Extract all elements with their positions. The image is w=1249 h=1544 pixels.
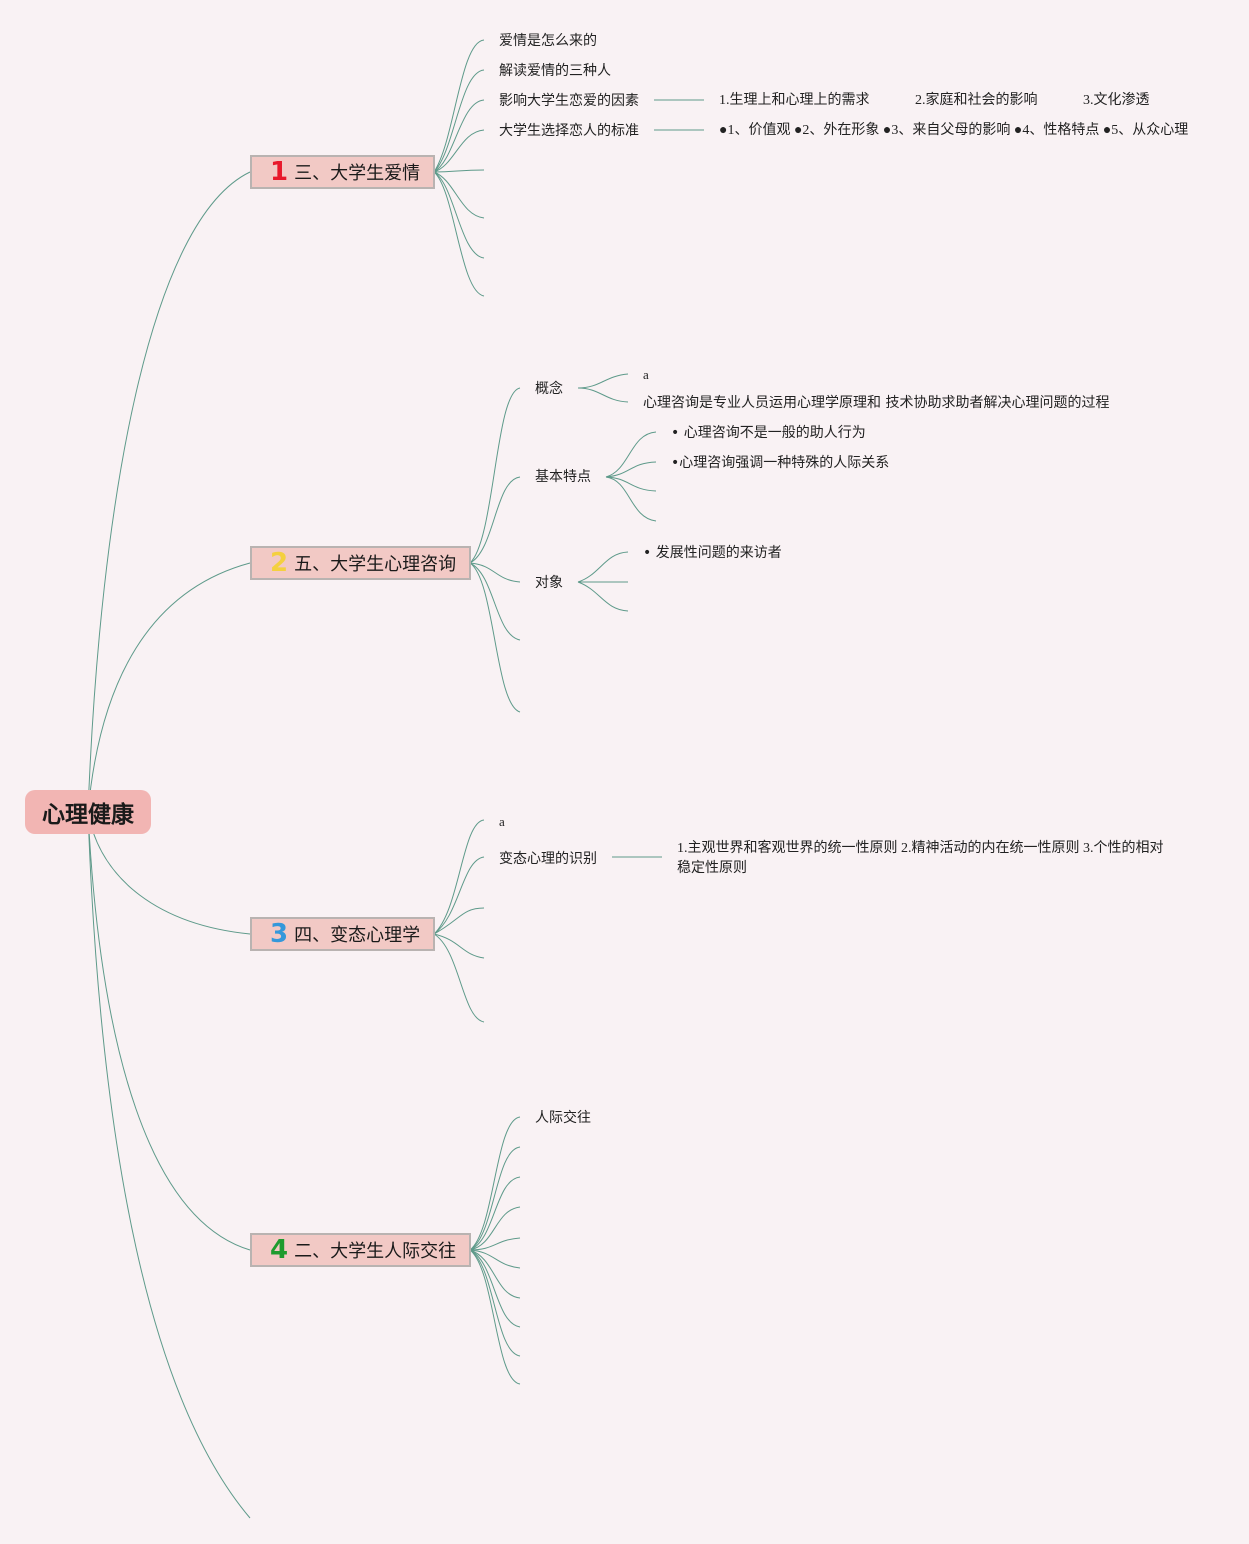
concept-definition[interactable]: 心理咨询是专业人员运用心理学原理和 技术协助求助者解决心理问题的过程 [643, 395, 1110, 411]
criteria-detail[interactable]: ●1、价值观 ●2、外在形象 ●3、来自父母的影响 ●4、性格特点 ●5、从众心… [719, 123, 1189, 138]
factor-2[interactable]: 2.家庭和社会的影响 [915, 93, 1038, 108]
concept-item-a[interactable]: a [643, 367, 649, 382]
branch-features[interactable]: 基本特点 [535, 469, 591, 485]
topic-label: 四、变态心理学 [294, 925, 421, 946]
number-four-badge: 4 [270, 1235, 289, 1265]
abnormal-item-a[interactable]: a [499, 814, 505, 829]
branch-love-factors[interactable]: 影响大学生恋爱的因素 [499, 93, 639, 109]
number-three-badge: 3 [270, 919, 289, 949]
branch-abnormal-identification[interactable]: 变态心理的识别 [499, 851, 597, 867]
root-node[interactable]: 心理健康 [25, 790, 151, 834]
target-item-1[interactable]: • 发展性问题的来访者 [643, 545, 782, 561]
branch-love-origin[interactable]: 爱情是怎么来的 [499, 33, 597, 49]
factor-3[interactable]: 3.文化渗透 [1083, 93, 1150, 108]
identification-principles[interactable]: 1.主观世界和客观世界的统一性原则 2.精神活动的内在统一性原则 3.个性的相对… [677, 841, 1164, 876]
topic-abnormal-psychology[interactable]: 3 四、变态心理学 [250, 917, 435, 951]
feature-item-2[interactable]: •心理咨询强调一种特殊的人际关系 [671, 455, 890, 471]
branch-target[interactable]: 对象 [535, 575, 563, 591]
feature-item-1[interactable]: • 心理咨询不是一般的助人行为 [671, 425, 866, 441]
topic-interpersonal[interactable]: 4 二、大学生人际交往 [250, 1233, 471, 1267]
topic-love[interactable]: 1 三、大学生爱情 [250, 155, 435, 189]
branch-interpersonal[interactable]: 人际交往 [535, 1110, 591, 1126]
topic-label: 五、大学生心理咨询 [294, 554, 457, 575]
topic-counseling[interactable]: 2 五、大学生心理咨询 [250, 546, 471, 580]
topic-label: 二、大学生人际交往 [294, 1241, 457, 1262]
topic-label: 三、大学生爱情 [294, 163, 421, 184]
branch-partner-criteria[interactable]: 大学生选择恋人的标准 [499, 123, 639, 139]
number-one-badge: 1 [270, 157, 289, 187]
branch-three-types[interactable]: 解读爱情的三种人 [499, 63, 611, 79]
number-two-badge: 2 [270, 548, 289, 578]
branch-concept[interactable]: 概念 [535, 381, 563, 397]
factor-1[interactable]: 1.生理上和心理上的需求 [719, 93, 870, 108]
